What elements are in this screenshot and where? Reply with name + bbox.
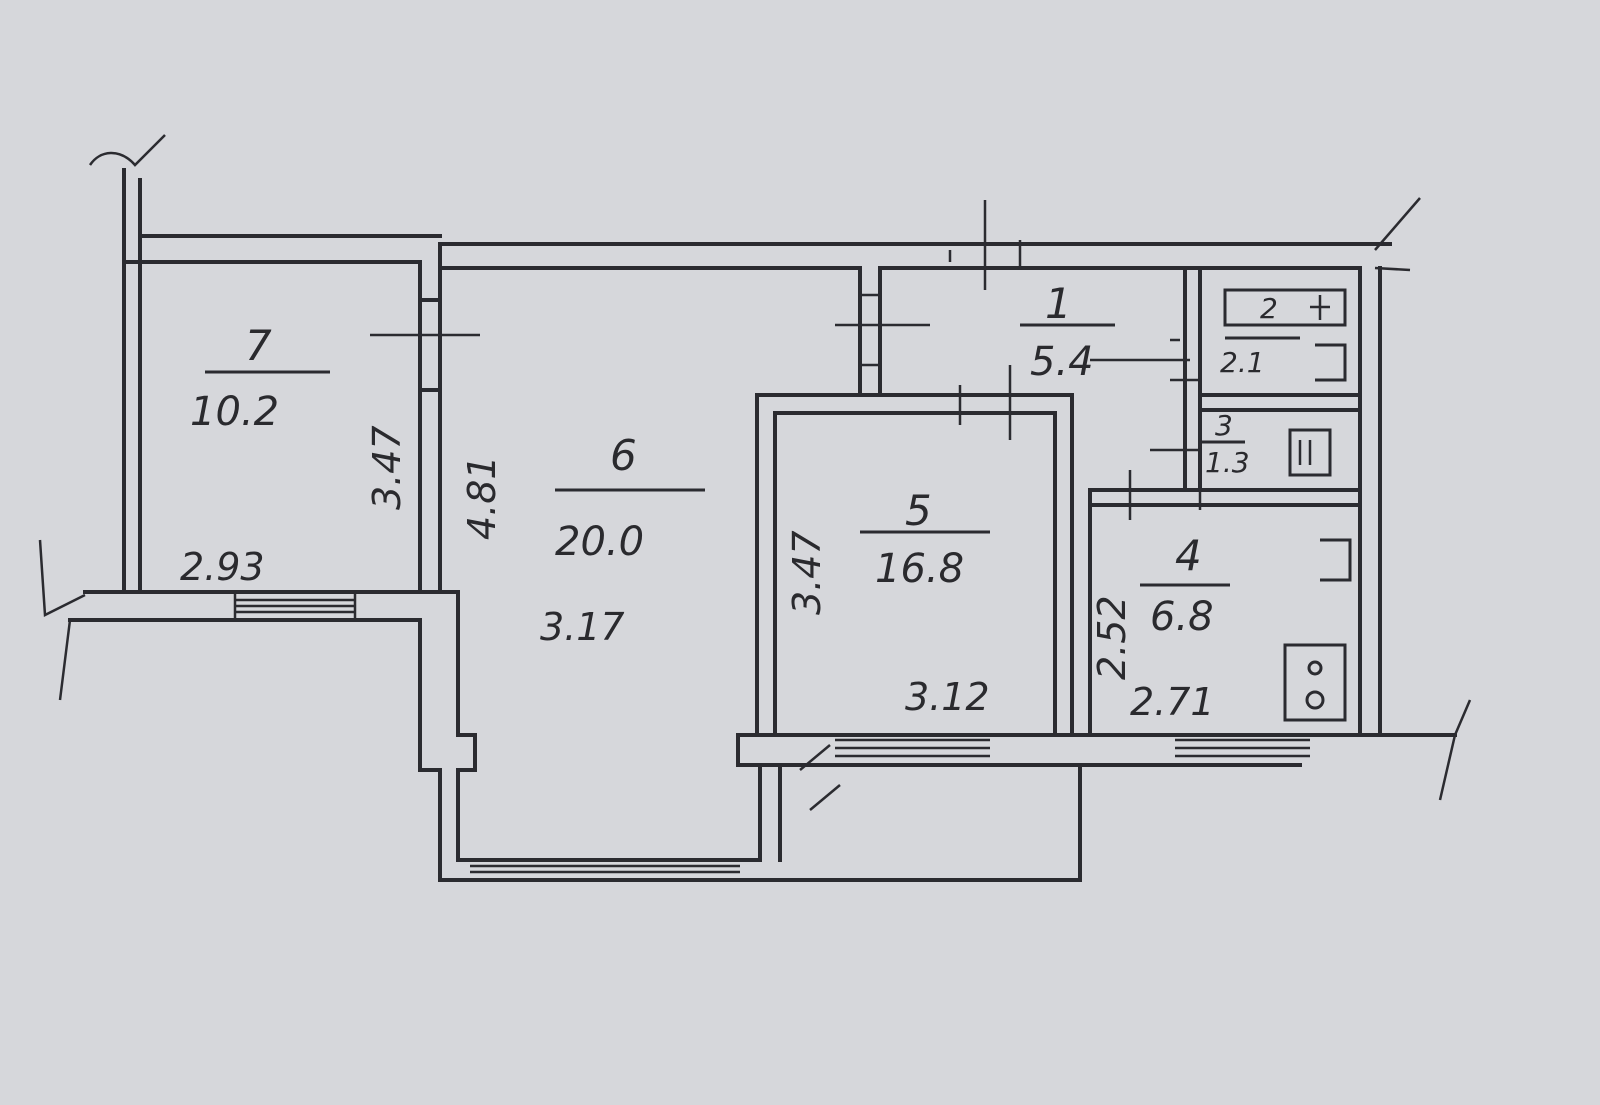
room-label-4: 4 6.8 xyxy=(1140,531,1230,640)
room-6-area: 20.0 xyxy=(555,519,644,565)
room-2-number: 2 xyxy=(1260,292,1278,325)
bottom-exterior-wall xyxy=(736,699,1472,882)
room-2-area: 2.1 xyxy=(1220,346,1265,379)
top-exterior-wall xyxy=(438,197,1421,272)
room-7-width-dim: 2.93 xyxy=(180,545,265,589)
room-4-depth-dim: 2.52 xyxy=(1090,595,1134,680)
sink-icon xyxy=(1315,343,1347,382)
room-label-1: 1 5.4 xyxy=(1020,279,1115,385)
stove-icon xyxy=(1283,643,1347,722)
room-label-6: 6 20.0 xyxy=(555,431,705,565)
room-7-walls xyxy=(88,134,442,594)
room-7-area: 10.2 xyxy=(190,389,279,435)
toilet-icon xyxy=(1288,428,1332,477)
kitchen-sink-icon xyxy=(1320,538,1352,582)
room-6-width-dim: 3.17 xyxy=(540,605,625,649)
corridor-partition xyxy=(835,266,930,397)
room-3-area: 1.3 xyxy=(1205,446,1250,479)
room-label-2: 2 2.1 xyxy=(1220,292,1300,379)
bathtub-icon xyxy=(1223,288,1347,327)
room-1-area: 5.4 xyxy=(1030,339,1094,385)
room-4-width-dim: 2.71 xyxy=(1130,680,1215,724)
bottom-wall-room7 xyxy=(38,539,442,701)
window-room5 xyxy=(835,738,990,758)
room-6-depth-dim: 4.81 xyxy=(460,455,504,540)
room-4-area: 6.8 xyxy=(1150,594,1214,640)
room-label-3: 3 1.3 xyxy=(1200,409,1250,479)
room-5-number: 5 xyxy=(905,486,932,535)
room-4-number: 4 xyxy=(1175,531,1202,580)
room-5-depth-dim: 3.47 xyxy=(785,530,829,615)
room-7-depth-dim: 3.47 xyxy=(365,425,409,510)
room-label-5: 5 16.8 xyxy=(860,486,990,592)
room-6-number: 6 xyxy=(610,431,637,480)
window-room4 xyxy=(1175,738,1310,758)
room-6-walls xyxy=(418,590,1082,882)
room-5-width-dim: 3.12 xyxy=(905,675,990,719)
room-label-7: 7 10.2 xyxy=(190,321,330,435)
room-5-area: 16.8 xyxy=(875,546,964,592)
window-room7 xyxy=(233,592,357,620)
partition-7-6 xyxy=(370,242,480,594)
room-5-walls xyxy=(755,365,1074,737)
door-markers xyxy=(948,200,1200,520)
room-3-number: 3 xyxy=(1215,409,1233,442)
room-7-number: 7 xyxy=(245,321,272,370)
room-1-number: 1 xyxy=(1045,279,1072,328)
